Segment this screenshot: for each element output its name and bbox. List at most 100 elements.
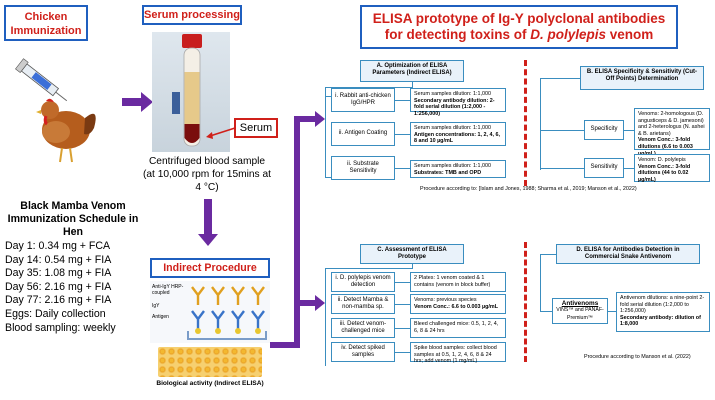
section-b-sensitivity-label: Sensitivity: [584, 158, 624, 178]
connector-horizontal: [270, 342, 298, 348]
immunization-schedule: Black Mamba Venom Immunization Schedule …: [4, 200, 142, 335]
main-title-line2a: for detecting toxins of: [384, 27, 531, 42]
legend-anti-igy: Anti-IgY HRP-coupled: [152, 284, 184, 296]
section-d-detail-link: [608, 311, 616, 312]
section-a-label-1: i. Rabbit anti-chicken IgG/HPR: [331, 88, 395, 112]
section-c-detail-1: 2 Plates: 1 venom coated & 1 contains (v…: [410, 272, 506, 292]
section-a-detail-1: Serum samples dilution: 1:1,000 Secondar…: [410, 88, 506, 117]
main-title: ELISA prototype of Ig-Y polyclonal antib…: [360, 5, 678, 49]
section-c-link-1: [395, 282, 410, 283]
antivenoms-title: Antivenoms: [561, 300, 599, 308]
section-b-spec-link: [624, 130, 634, 131]
serum-callout: Serum: [234, 118, 278, 138]
section-a-detail-3a: Serum samples dilution: 1:1,000: [414, 163, 492, 169]
section-a-link-2: [395, 134, 410, 135]
sensitivity-conc: Venom Conc.: 3-fold dilutions (44 to 0.0…: [638, 163, 691, 183]
elisa-schematic: Anti-IgY HRP-coupled IgY Antigen: [150, 281, 270, 343]
section-b-vline: [540, 78, 541, 170]
section-c-link-4: [395, 352, 410, 353]
section-a-detail-3b: Substrates: TMB and OPD: [414, 169, 482, 176]
section-c-detail-3: Bleed challenged mice: 0.5, 1, 2, 4, 6, …: [410, 318, 506, 338]
section-a-label-3: ii. Substrate Sensitivity: [331, 156, 395, 180]
section-a-detail-1a: Serum samples dilution: 1:1,000: [414, 91, 492, 97]
section-b-sensitivity-detail: Venom: D. polylepis Venom Conc.: 3-fold …: [634, 154, 710, 183]
arrow-to-indirect: [204, 199, 212, 235]
section-c-detail-3a: Bleed challenged mice: 0.5, 1, 2, 4, 6, …: [414, 321, 499, 334]
main-title-species: D. polylepis: [530, 27, 607, 42]
section-d-header: D. ELISA for Antibodies Detection in Com…: [556, 244, 700, 264]
indirect-caption: Biological activity (Indirect ELISA): [156, 380, 264, 387]
section-c-link-2: [395, 304, 410, 305]
sensitivity-venom: Venom: D. polylepis: [638, 157, 686, 163]
schedule-item: Day 77: 2.16 mg + FIA: [5, 294, 112, 307]
specificity-venoms: Venoms: 2-homologous (D. angusticeps & D…: [638, 111, 705, 137]
antibody-well-diagram: [187, 286, 267, 340]
section-b-link-spec: [540, 130, 584, 131]
section-a-link-1: [395, 100, 410, 101]
section-a-link-3: [395, 168, 410, 169]
arrow-head-to-c: [315, 295, 325, 311]
serum-processing-title: Serum processing: [142, 5, 242, 25]
section-c-vline: [325, 268, 326, 366]
legend-igy: IgY: [152, 303, 160, 309]
section-c-label-4: iv. Detect spiked samples: [331, 342, 395, 362]
section-a-label-2: ii. Antigen Coating: [331, 122, 395, 146]
indirect-procedure-panel: Indirect Procedure Anti-IgY HRP-coupled …: [150, 258, 270, 398]
section-c-header-link: [412, 264, 413, 268]
section-c-detail-4: Spike blood samples: collect blood sampl…: [410, 342, 506, 365]
section-b-specificity-detail: Venoms: 2-homologous (D. angusticeps & D…: [634, 108, 710, 157]
section-b-header-link: [540, 78, 580, 79]
divider-top: [524, 60, 527, 186]
indirect-procedure-title: Indirect Procedure: [150, 258, 270, 278]
elisa-plate-photo: [158, 347, 262, 377]
section-c-header: C. Assessment of ELISA Prototype: [360, 244, 464, 264]
section-b-link-sens: [540, 168, 584, 169]
antivenoms-sub: VINS™ and PANAF-Premium™: [556, 307, 604, 321]
section-b-specificity-label: Specificity: [584, 120, 624, 140]
schedule-item: Day 14: 0.54 mg + FIA: [5, 253, 112, 266]
blood-tube: [172, 34, 202, 147]
section-c-detail-2b: Venom Conc.: 6.6 to 0.003 µg/mL: [414, 303, 498, 310]
section-c-label-3: iii. Detect venom-challenged mice: [331, 318, 395, 338]
section-d-antivenoms-label: Antivenoms VINS™ and PANAF-Premium™: [552, 298, 608, 324]
centrifuge-caption: Centrifuged blood sample (at 10,000 rpm …: [143, 156, 271, 193]
schedule-title: Black Mamba Venom Immunization Schedule …: [7, 200, 139, 238]
section-a-header-hline: [325, 87, 413, 88]
arrow-to-serum: [122, 98, 142, 106]
section-b-sens-link: [624, 168, 634, 169]
section-c-detail-1a: 2 Plates: 1 venom coated & 1 contains (v…: [414, 275, 491, 288]
antivenom-dilutions: Antivenom dilutions: a nine-point 2-fold…: [620, 295, 705, 315]
serum-pointer-arrow: [206, 127, 236, 139]
schedule-item: Day 1: 0.34 mg + FCA: [5, 240, 111, 252]
section-c-label-1: i. D. polylepis venom detection: [331, 272, 395, 292]
main-title-line1: ELISA prototype of Ig-Y polyclonal antib…: [372, 11, 666, 26]
section-a-vline: [325, 87, 326, 178]
section-d-vline: [540, 254, 541, 312]
section-c-link-3: [395, 328, 410, 329]
secondary-antibody-dilution: Secondary antibody: dilution of 1:8,000: [620, 314, 701, 328]
divider-bottom: [524, 242, 527, 362]
section-c-detail-2a: Venoms: previous species: [414, 297, 477, 303]
section-d-reference: Procedure according to Manson et al. (20…: [584, 354, 691, 360]
section-b-header: B. ELISA Specificity & Sensitivity (Cut-…: [580, 66, 704, 90]
specificity-conc: Venom Conc.: 3-fold dilutions (6.6 to 0.…: [638, 137, 693, 156]
section-c-label-2: ii. Detect Mamba & non-mamba sp.: [331, 294, 395, 314]
connector-vertical: [294, 116, 300, 348]
legend-antigen: Antigen: [152, 314, 169, 320]
schedule-item: Blood sampling: weekly: [5, 321, 116, 334]
main-title-line2b: venom: [606, 27, 654, 42]
section-a-detail-1b: Secondary antibody dilution: 2-fold seri…: [414, 97, 495, 117]
section-a-reference: Procedure according to: [Islam and Jones…: [420, 186, 637, 192]
chicken-syringe-illustration: [15, 58, 96, 163]
section-a-detail-3: Serum samples dilution: 1:1,000 Substrat…: [410, 160, 506, 178]
section-a-header: A. Optimization of ELISA Parameters (Ind…: [360, 60, 464, 82]
section-d-detail: Antivenom dilutions: a nine-point 2-fold…: [616, 292, 710, 332]
section-d-link: [540, 311, 552, 312]
connector-to-a: [294, 116, 316, 122]
section-a-detail-2: Serum samples dilution: 1:1,000 Antigen …: [410, 122, 506, 146]
section-a-detail-2b: Antigen concentrations: 1, 2, 4, 6, 8 an…: [414, 131, 500, 145]
arrow-head-right: [141, 92, 153, 112]
section-c-detail-4a: Spike blood samples: collect blood sampl…: [414, 345, 497, 365]
schedule-item: Day 35: 1.08 mg + FIA: [5, 267, 112, 280]
